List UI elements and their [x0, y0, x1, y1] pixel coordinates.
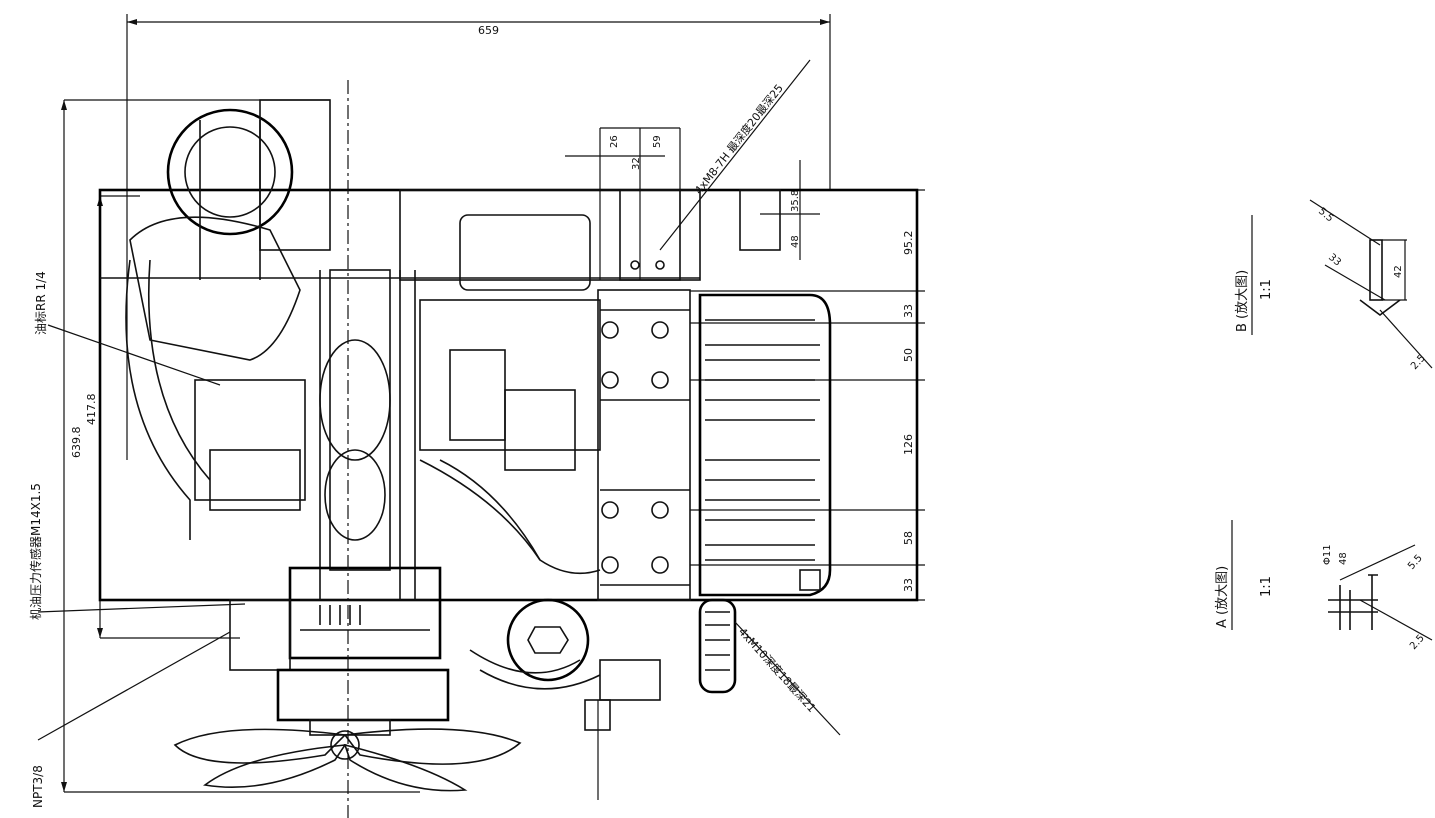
dim-95-2: 95.2	[902, 231, 915, 256]
dim-48: 48	[790, 235, 801, 248]
detail-b-d2: 33	[1326, 252, 1343, 269]
detail-a-d2: 48	[1338, 552, 1349, 565]
detail-a: A (放大图) 1:1 Φ11 48 5.5 2.5	[1215, 520, 1433, 652]
detail-a-d1: Φ11	[1322, 544, 1333, 565]
oil-sump	[698, 293, 832, 597]
dim-33-b: 33	[902, 578, 915, 592]
dim-height-inner: 417.8	[85, 394, 98, 426]
dim-58: 58	[902, 531, 915, 545]
callout-sensor: 机油压力传感器M14X1.5	[28, 483, 43, 620]
callout-bolt-bottom: 4xM10深度18最深21	[736, 625, 819, 715]
right-dimension-chain: 95.2 33 50 126 58 33	[690, 189, 925, 601]
detail-b-title: B (放大图)	[1235, 270, 1250, 332]
dim-33-a: 33	[902, 304, 915, 318]
detail-a-title: A (放大图)	[1215, 566, 1230, 628]
cooling-fan	[173, 728, 522, 792]
turbo-housing	[166, 108, 294, 236]
dim-height-outer: 639.8	[70, 427, 83, 459]
dim-32: 32	[631, 157, 642, 170]
callout-bolt-top: 4xM8-7H 最深度20最深25	[691, 81, 786, 197]
dim-26: 26	[609, 135, 620, 148]
dim-35-8: 35.8	[790, 190, 801, 212]
callout-oil-port: 油标RR 1/4	[34, 271, 48, 335]
left-height-dimensions: 639.8 417.8	[61, 99, 420, 793]
dim-50: 50	[902, 348, 915, 362]
dim-126: 126	[902, 434, 915, 455]
top-small-dimensions: 26 59 32 35.8 48	[565, 127, 820, 280]
callouts: 油标RR 1/4 4xM8-7H 最深度20最深25 机油压力传感器M14X1.…	[28, 59, 841, 808]
detail-b-d3: 42	[1393, 265, 1404, 278]
detail-a-d3: 5.5	[1406, 553, 1425, 572]
engine-body	[98, 80, 919, 818]
detail-b-d4: 2.5	[1409, 353, 1428, 372]
callout-npt: NPT3/8	[31, 765, 45, 808]
detail-b: B (放大图) 1:1 5.5 33 42 2.5	[1235, 199, 1433, 372]
oil-filter	[506, 598, 590, 682]
detail-b-d1: 5.5	[1316, 206, 1335, 225]
dim-width-text: 659	[478, 24, 499, 37]
dim-59: 59	[652, 135, 663, 148]
detail-a-scale: 1:1	[1259, 576, 1274, 597]
top-width-dimension: 659	[126, 14, 831, 460]
detail-b-scale: 1:1	[1259, 279, 1274, 300]
